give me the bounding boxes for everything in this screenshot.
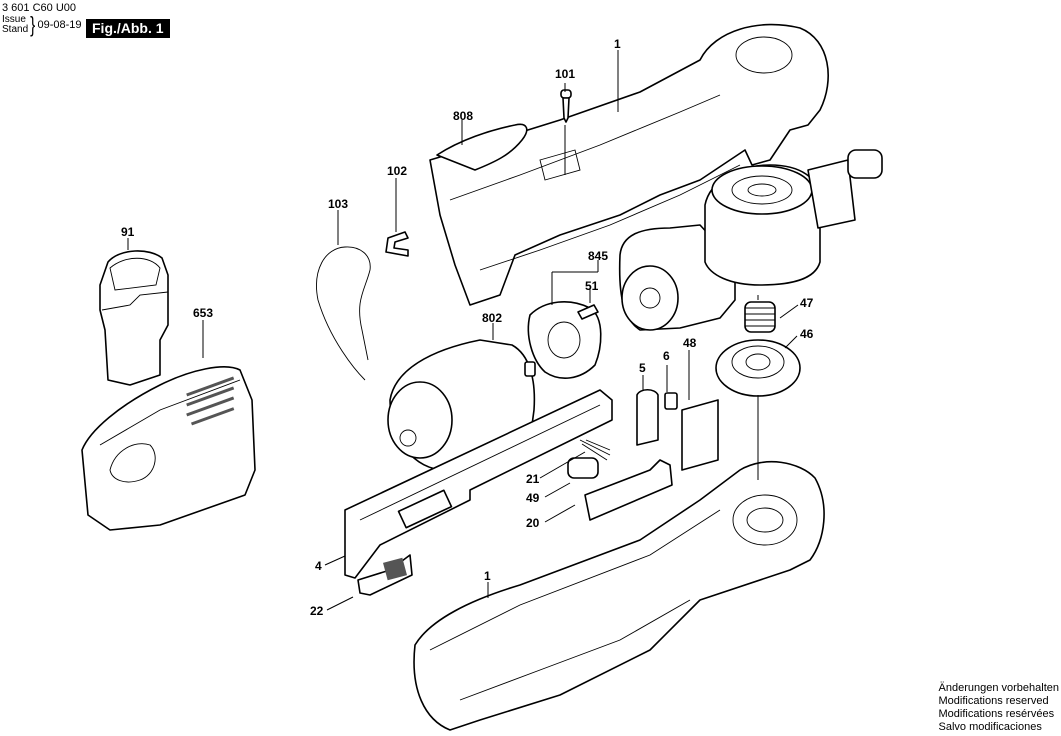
spring-47 bbox=[744, 301, 776, 333]
callout-49: 49 bbox=[526, 491, 540, 505]
callout-5: 5 bbox=[639, 361, 646, 375]
rubber-boot-49 bbox=[567, 457, 599, 479]
compression-spring-21 bbox=[579, 439, 611, 461]
leader-lines bbox=[127, 50, 799, 611]
issue-date: 09-08-19 bbox=[37, 19, 82, 31]
switch-lever-20 bbox=[584, 459, 673, 521]
document-number: 3 601 C60 U00 bbox=[2, 2, 76, 14]
callout-103: 103 bbox=[328, 197, 349, 211]
belt-hook-103 bbox=[316, 246, 371, 381]
notice-es: Salvo modificaciones bbox=[938, 721, 1042, 733]
callout-1-lower: 1 bbox=[484, 569, 491, 583]
electronics-module bbox=[344, 389, 613, 579]
callout-653: 653 bbox=[193, 306, 214, 320]
callout-46: 46 bbox=[800, 327, 814, 341]
contact-cover-22 bbox=[357, 554, 413, 596]
gearbox-assembly bbox=[618, 149, 883, 331]
issue-block: Issue Stand } 09-08-19 bbox=[2, 12, 82, 37]
stand-label: Stand bbox=[2, 24, 29, 35]
figure-badge: Fig./Abb. 1 bbox=[86, 19, 170, 38]
upper-housing-shell bbox=[429, 23, 829, 306]
toothed-ring-46 bbox=[715, 339, 801, 397]
modification-notice: Änderungen vorbehalten Modifications res… bbox=[939, 682, 1059, 734]
callout-21: 21 bbox=[526, 472, 540, 486]
screw-101 bbox=[560, 89, 572, 123]
notice-fr: Modifications resérvées bbox=[938, 708, 1055, 720]
callout-48: 48 bbox=[683, 336, 697, 350]
notice-en: Modifications reserved bbox=[938, 695, 1049, 707]
callout-102: 102 bbox=[387, 164, 408, 178]
battery-pack bbox=[99, 250, 169, 386]
screw-51 bbox=[577, 304, 599, 320]
led-holder-6 bbox=[664, 392, 678, 410]
callout-808: 808 bbox=[453, 109, 474, 123]
clip-102 bbox=[385, 231, 409, 257]
callout-101: 101 bbox=[555, 67, 576, 81]
gear-flange bbox=[527, 301, 602, 379]
callout-845: 845 bbox=[588, 249, 609, 263]
label-plate bbox=[436, 123, 528, 171]
callout-4: 4 bbox=[315, 559, 322, 573]
switch-slider-5 bbox=[636, 388, 659, 446]
callout-1-upper: 1 bbox=[614, 37, 621, 51]
callout-22: 22 bbox=[310, 604, 324, 618]
callout-6: 6 bbox=[663, 349, 670, 363]
lower-housing-shell bbox=[413, 460, 825, 731]
callout-91: 91 bbox=[121, 225, 135, 239]
insulating-plate-48 bbox=[681, 399, 719, 471]
callout-802: 802 bbox=[482, 311, 503, 325]
callout-47: 47 bbox=[800, 296, 814, 310]
issue-labels: Issue Stand bbox=[2, 15, 28, 35]
notice-de: Änderungen vorbehalten bbox=[938, 682, 1059, 694]
issue-label: Issue bbox=[2, 14, 26, 25]
brace-glyph: } bbox=[30, 12, 36, 37]
charger bbox=[81, 366, 256, 531]
callout-51: 51 bbox=[585, 279, 599, 293]
callout-20: 20 bbox=[526, 516, 540, 530]
